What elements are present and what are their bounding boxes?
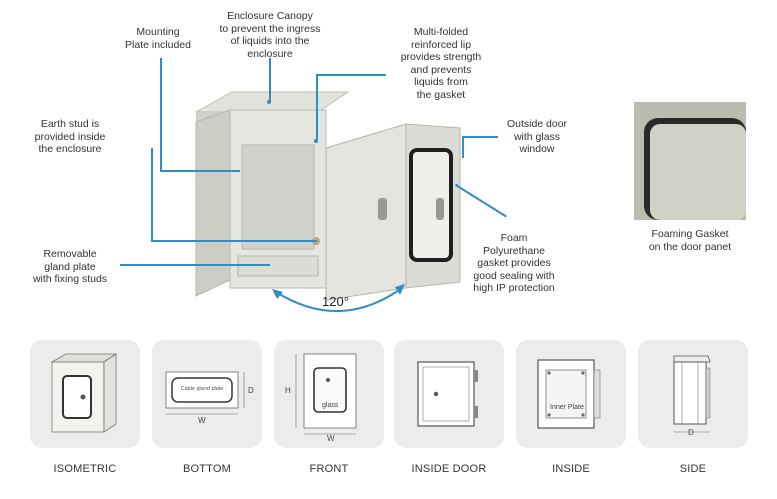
inset-caption: Foaming Gasket on the door panet — [648, 228, 732, 253]
foaming-gasket-photo — [634, 102, 746, 220]
callout-gland-plate: Removable gland plate with fixing studs — [32, 248, 108, 285]
mounting-plate — [241, 144, 315, 250]
door-angle-arc — [275, 287, 403, 312]
bottom-inner-text: Cable gland plate — [180, 386, 224, 392]
gland-plate — [237, 255, 319, 277]
view-label-front: FRONT — [309, 463, 349, 475]
view-label-bottom: BOTTOM — [182, 463, 232, 475]
view-isometric — [30, 340, 140, 448]
front-inner-text: glass — [322, 402, 339, 409]
view-label-side: SIDE — [679, 463, 707, 475]
view-front: glass H W — [274, 340, 384, 448]
inside-inner-text: Inner Plate — [550, 404, 584, 411]
callout-canopy: Enclosure Canopy to prevent the ingress … — [219, 10, 321, 60]
view-inside-door — [394, 340, 504, 448]
callout-mounting-plate: Mounting Plate included — [125, 26, 191, 51]
front-dim-w: W — [327, 434, 335, 443]
door-glass-window — [409, 148, 453, 262]
bottom-dim-w: W — [198, 416, 206, 425]
leader-earth-stud — [151, 148, 153, 240]
door-angle-label: 120° — [322, 294, 349, 309]
callout-lip: Multi-folded reinforced lip provides str… — [400, 26, 482, 101]
enclosure-door — [325, 123, 407, 301]
enclosure-side-wall — [195, 109, 231, 297]
side-dim-d: D — [688, 428, 694, 437]
leader-outside-door — [462, 136, 498, 138]
callout-outside-door: Outside door with glass window — [506, 118, 568, 155]
callout-foam-gasket: Foam Polyurethane gasket provides good s… — [473, 232, 555, 294]
enclosure-illustration — [194, 91, 461, 312]
leader-lip — [316, 74, 386, 76]
view-label-inside: INSIDE — [552, 463, 590, 475]
leader-canopy — [269, 58, 271, 102]
view-bottom: Cable gland plate W D — [152, 340, 262, 448]
leader-gland-plate — [120, 264, 270, 266]
view-side: D — [638, 340, 748, 448]
view-label-isometric: ISOMETRIC — [53, 463, 117, 475]
leader-mounting-plate — [160, 58, 162, 170]
enclosure-canopy — [194, 91, 350, 113]
view-label-inside-door: INSIDE DOOR — [411, 463, 487, 475]
front-dim-h: H — [285, 386, 291, 395]
door-lock — [378, 198, 387, 220]
view-inside: Inner Plate — [516, 340, 626, 448]
callout-earth-stud: Earth stud is provided inside the enclos… — [34, 118, 106, 155]
bottom-dim-d: D — [248, 386, 254, 395]
